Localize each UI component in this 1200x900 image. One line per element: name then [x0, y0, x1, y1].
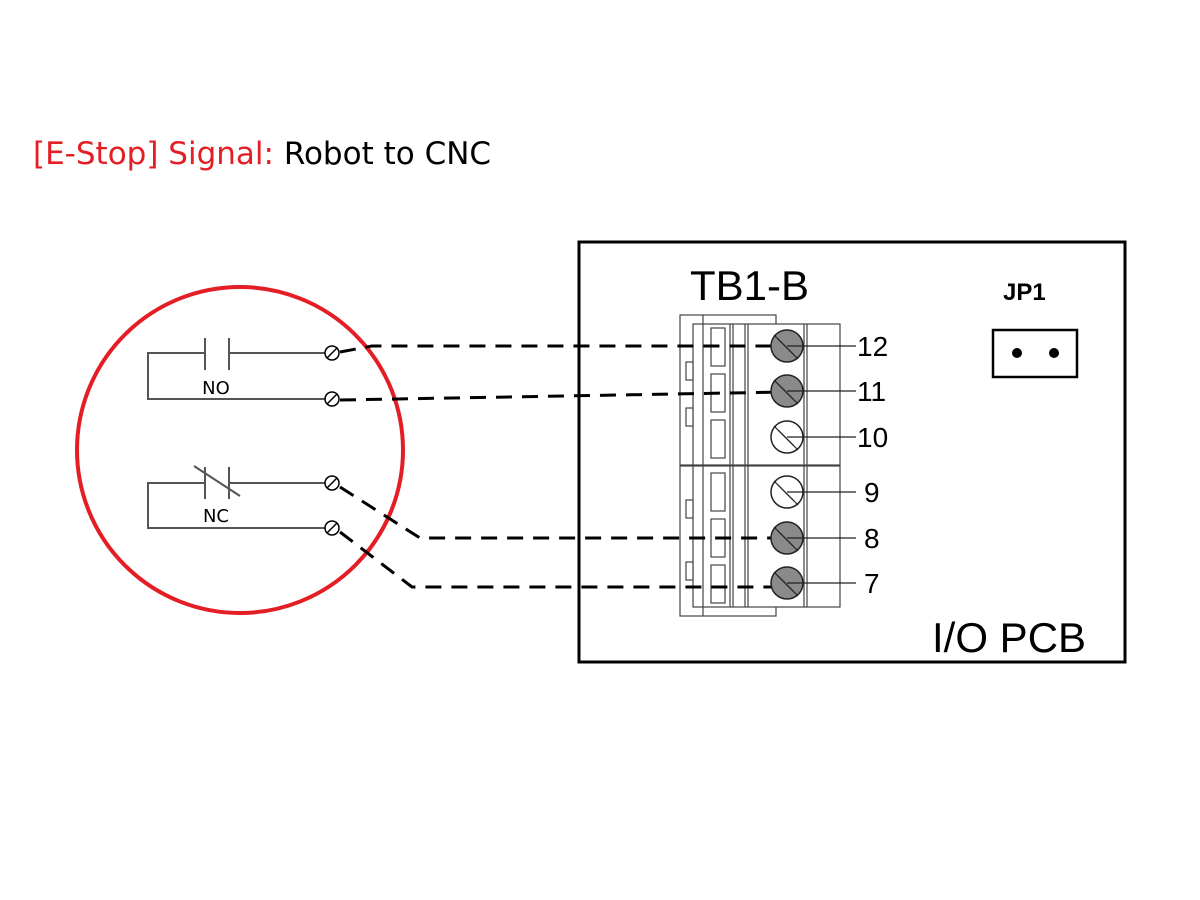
terminal-number: 11 [857, 376, 886, 407]
robot-terminal-icon [324, 391, 340, 407]
terminal-8: 8 [770, 521, 880, 555]
terminal-number: 12 [857, 331, 888, 362]
robot-terminals [324, 345, 340, 536]
wire-nc-to-8 [339, 485, 785, 540]
terminal-11: 11 [770, 374, 886, 408]
dashed-wires [339, 344, 786, 589]
wire-nc-to-7 [339, 530, 785, 589]
jp1-jumper [991, 328, 1079, 379]
tb1b-label: TB1-B [690, 262, 809, 309]
wire-no-to-11 [339, 390, 786, 402]
diagram-title: [E-Stop] Signal: Robot to CNC [33, 136, 491, 172]
terminal-number: 8 [864, 523, 880, 554]
robot-terminal-icon [324, 475, 340, 491]
wire-no-to-12 [339, 344, 785, 354]
robot-terminal-icon [324, 520, 340, 536]
terminal-block [679, 314, 841, 617]
terminal-screws: 12 11 10 9 8 7 [770, 329, 888, 600]
nc-contact-circuit [147, 465, 325, 529]
terminal-9: 9 [770, 475, 880, 509]
nc-label: NC [203, 506, 229, 527]
io-pcb-label: I/O PCB [932, 614, 1086, 661]
terminal-7: 7 [770, 566, 880, 600]
robot-terminal-icon [324, 345, 340, 361]
jp1-label: JP1 [1003, 279, 1046, 306]
terminal-12: 12 [770, 329, 888, 363]
title-direction: Robot to CNC [274, 136, 491, 172]
title-signal-label: [E-Stop] Signal: [33, 136, 274, 172]
robot-highlight-circle [75, 285, 405, 615]
terminal-10: 10 [770, 420, 888, 454]
no-contact-circuit [147, 338, 325, 400]
terminal-number: 7 [864, 568, 880, 599]
io-pcb-outline [577, 240, 1127, 664]
terminal-number: 10 [857, 422, 888, 453]
terminal-number: 9 [864, 477, 880, 508]
no-label: NO [202, 378, 230, 399]
